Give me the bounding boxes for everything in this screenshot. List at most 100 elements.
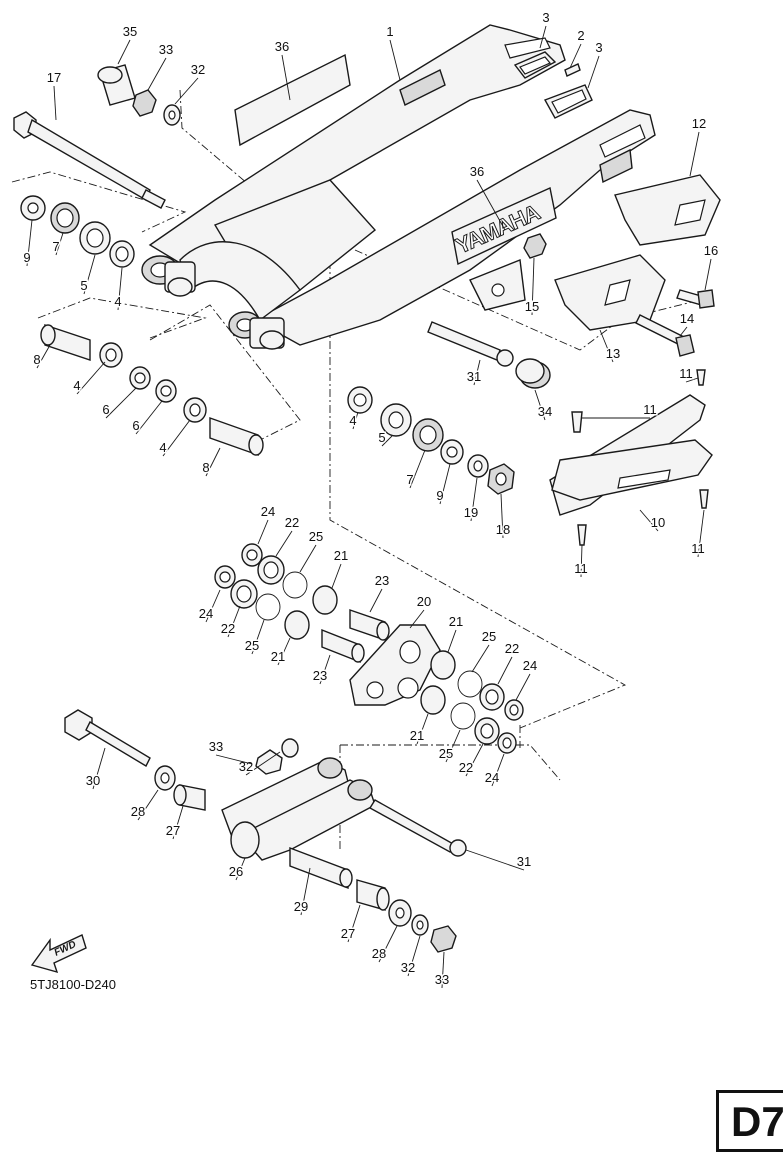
- callout-number-c29: 29: [294, 899, 308, 914]
- callout-leader-c33c: [441, 951, 445, 989]
- page-tag: D7: [716, 1090, 783, 1152]
- callout-leader-c6a: [105, 387, 137, 419]
- callout-number-c24b: 24: [199, 606, 213, 621]
- callout-leader-c23b: [319, 654, 331, 685]
- top-left-hardware: [97, 64, 181, 126]
- callout-number-c33b: 33: [209, 739, 223, 754]
- callout-number-c36b: 36: [470, 164, 484, 179]
- callout-leader-c36b: [476, 179, 506, 231]
- swingarm: YAMAHA: [141, 24, 656, 350]
- callout-number-c5b: 5: [378, 430, 385, 445]
- callout-leader-c22c: [497, 656, 513, 685]
- left-pivot-bearings: [20, 195, 264, 456]
- callout-leader-c2: [569, 43, 582, 69]
- callout-number-c32b: 32: [239, 759, 253, 774]
- callout-number-c11d: 11: [574, 561, 588, 576]
- callout-leader-c29: [300, 867, 311, 916]
- diagram-code: 5TJ8100-D240: [30, 977, 116, 992]
- chain-puller-plates: [513, 51, 593, 119]
- callout-leader-c22d: [465, 743, 484, 777]
- callout-number-c20: 20: [417, 594, 431, 609]
- callout-leader-c20: [409, 609, 425, 629]
- callout-number-c8b: 8: [202, 460, 209, 475]
- callout-leader-c34: [534, 389, 546, 421]
- callout-number-c35: 35: [123, 24, 137, 39]
- callout-number-c3b: 3: [595, 40, 602, 55]
- callout-leader-c31b: [465, 849, 525, 871]
- callout-leader-c25a: [299, 544, 317, 573]
- callout-number-c17: 17: [47, 70, 61, 85]
- callout-leader-c12: [689, 131, 700, 177]
- callout-number-c25b: 25: [245, 638, 259, 653]
- decal-panel-upper: [234, 53, 351, 147]
- callout-number-c15: 15: [525, 299, 539, 314]
- callout-leader-c21c: [447, 629, 457, 653]
- callout-number-c21c: 21: [449, 614, 463, 629]
- callout-leader-c32b: [245, 751, 281, 776]
- pivot-shaft: [13, 111, 166, 209]
- callout-leader-c1: [389, 39, 401, 81]
- callout-leader-c4a: [117, 267, 123, 311]
- callout-number-c28a: 28: [131, 804, 145, 819]
- callout-number-c34: 34: [538, 404, 552, 419]
- callout-number-c21d: 21: [410, 728, 424, 743]
- callout-leader-c9b: [439, 463, 451, 505]
- callout-number-c30: 30: [86, 773, 100, 788]
- callout-leader-c30: [92, 747, 106, 790]
- callout-leader-c5a: [83, 254, 96, 295]
- callout-leader-c18: [500, 493, 504, 539]
- callout-number-c4d: 4: [349, 413, 356, 428]
- callout-number-c22c: 22: [505, 641, 519, 656]
- callout-number-c9a: 9: [23, 250, 30, 265]
- callout-number-c25d: 25: [439, 746, 453, 761]
- callout-number-c26: 26: [229, 864, 243, 879]
- callout-number-c27b: 27: [341, 926, 355, 941]
- callout-leader-c5b: [381, 435, 393, 447]
- callout-number-c4a: 4: [114, 294, 121, 309]
- callout-number-c7a: 7: [52, 239, 59, 254]
- callout-leader-c15: [531, 257, 535, 316]
- callout-number-c32a: 32: [191, 62, 205, 77]
- callout-leader-c28a: [137, 789, 159, 821]
- callout-number-c8a: 8: [33, 352, 40, 367]
- callout-number-c5a: 5: [80, 278, 87, 293]
- callout-number-c24a: 24: [261, 504, 275, 519]
- callout-number-c14: 14: [680, 311, 694, 326]
- relay-arm-assembly: [214, 543, 524, 754]
- callout-leader-c14: [679, 326, 688, 337]
- callout-leader-c11d: [580, 544, 583, 578]
- callout-leader-c16: [704, 258, 712, 291]
- callout-number-c27a: 27: [166, 823, 180, 838]
- callout-leader-c32a: [174, 77, 199, 105]
- callout-leader-c13: [599, 329, 614, 363]
- callout-number-c36a: 36: [275, 39, 289, 54]
- callout-number-c33c: 33: [435, 972, 449, 987]
- callout-leader-c24d: [491, 753, 505, 787]
- callout-number-c32c: 32: [401, 960, 415, 975]
- callout-leader-c25d: [445, 729, 461, 763]
- callout-number-c23a: 23: [375, 573, 389, 588]
- callout-leader-c11a: [685, 377, 699, 383]
- callout-number-c31b: 31: [517, 854, 531, 869]
- chain-guides: [523, 174, 721, 357]
- callout-number-c1: 1: [386, 24, 393, 39]
- callout-leader-c28b: [378, 925, 398, 963]
- callout-leader-c31a: [473, 359, 481, 386]
- callout-leader-c24c: [515, 673, 531, 701]
- callout-leader-c22a: [275, 530, 293, 557]
- callout-leader-c8b: [205, 447, 221, 477]
- callout-leader-c4d: [352, 411, 359, 430]
- right-pivot-bearings: [347, 386, 515, 495]
- callout-leader-c8a: [36, 344, 51, 369]
- callout-leader-c10: [639, 509, 659, 532]
- callout-number-c19: 19: [464, 505, 478, 520]
- callout-number-c18: 18: [496, 522, 510, 537]
- callout-number-c2: 2: [577, 28, 584, 43]
- callout-number-c22b: 22: [221, 621, 235, 636]
- callout-number-c7b: 7: [406, 472, 413, 487]
- callout-leader-c3a: [539, 25, 547, 49]
- callout-number-c11a: 11: [679, 366, 693, 381]
- callout-leader-c25b: [251, 619, 265, 655]
- callout-number-c16: 16: [704, 243, 718, 258]
